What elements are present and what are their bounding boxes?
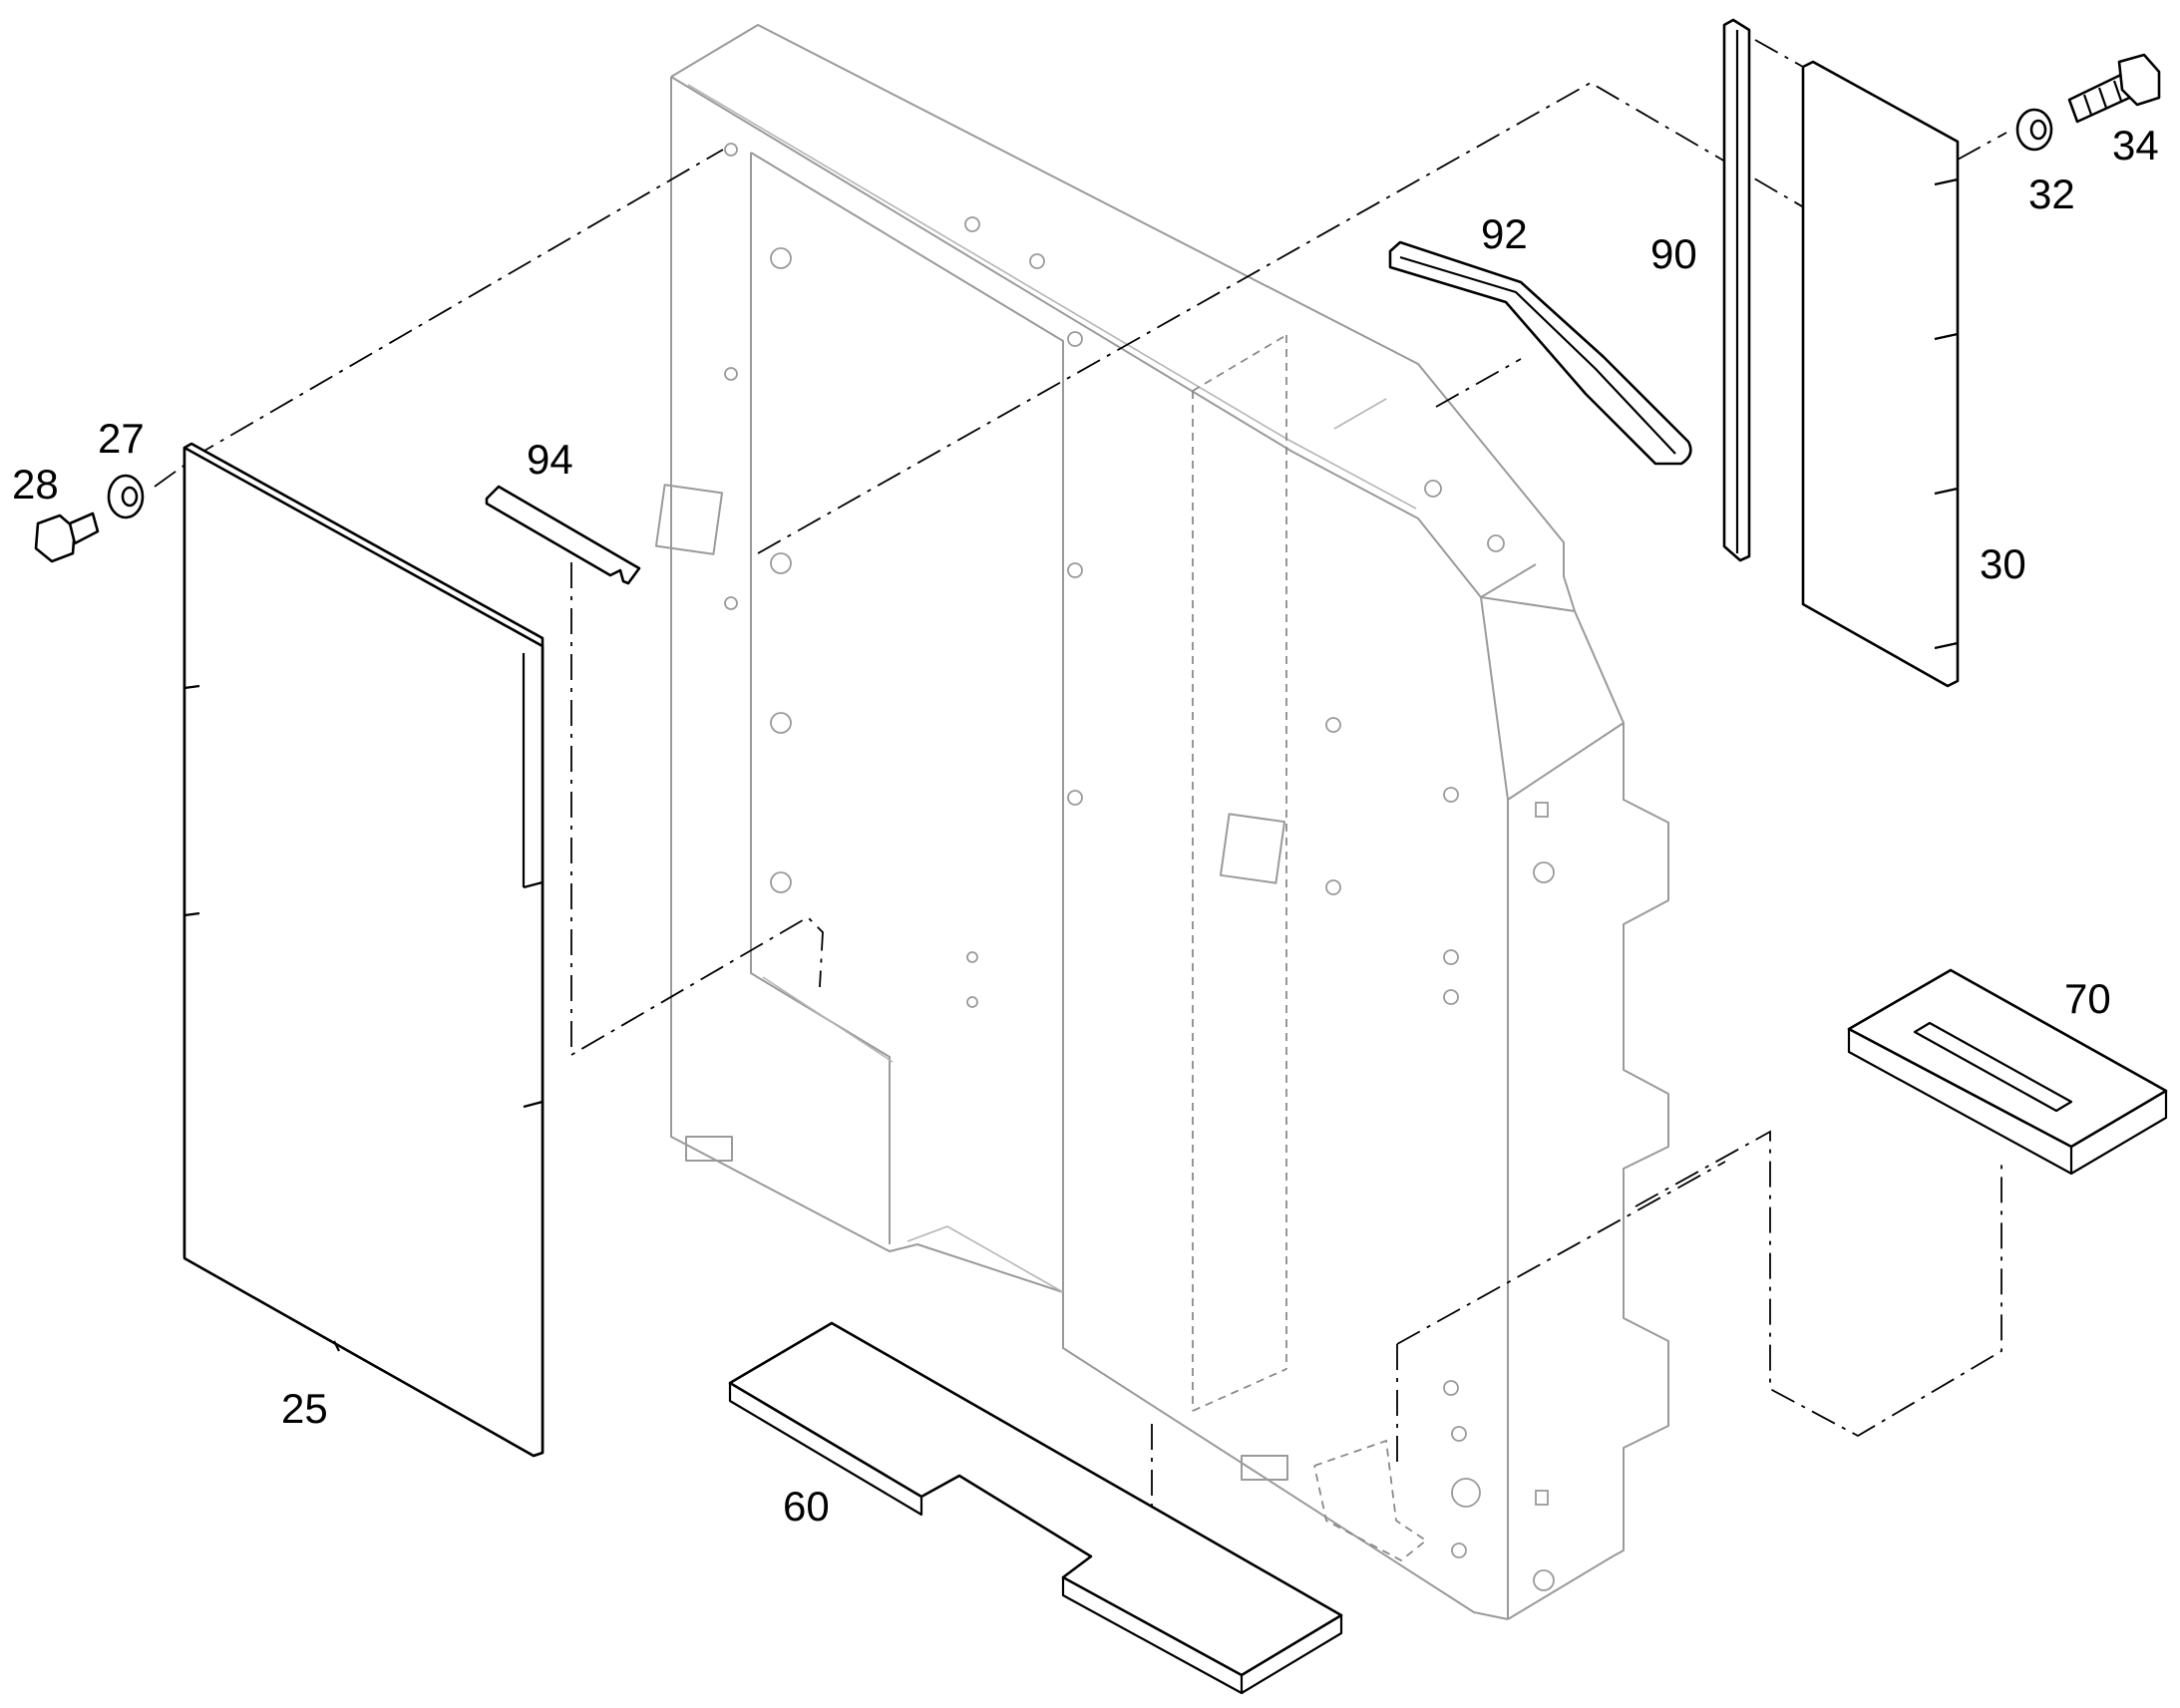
label-32: 32 <box>2028 171 2075 217</box>
label-30: 30 <box>1980 540 2026 587</box>
label-92: 92 <box>1481 210 1528 257</box>
part-25-side-panel <box>182 442 545 1458</box>
part-28-bolt <box>34 512 100 563</box>
part-32-washer <box>2015 108 2053 152</box>
part-60-bottom-plate <box>728 1321 1343 1695</box>
part-92-curved-channel <box>1388 240 1692 466</box>
label-25: 25 <box>281 1385 328 1432</box>
label-94: 94 <box>527 436 573 483</box>
part-94-channel <box>485 485 641 585</box>
part-30-side-panel <box>1801 60 1960 688</box>
label-34: 34 <box>2112 122 2159 169</box>
callout-labels: 28 27 94 92 90 30 32 34 70 25 60 <box>12 122 2159 1530</box>
part-27-washer <box>107 474 145 519</box>
label-90: 90 <box>1650 230 1697 277</box>
label-27: 27 <box>98 415 145 462</box>
label-60: 60 <box>783 1483 830 1530</box>
part-34-bolt <box>2067 53 2161 124</box>
label-28: 28 <box>12 461 59 508</box>
part-70-block <box>1847 968 2168 1176</box>
frame-holes <box>724 143 1555 1591</box>
label-70: 70 <box>2064 975 2111 1022</box>
part-90-strip <box>1722 18 1751 562</box>
main-frame <box>654 24 1669 1620</box>
